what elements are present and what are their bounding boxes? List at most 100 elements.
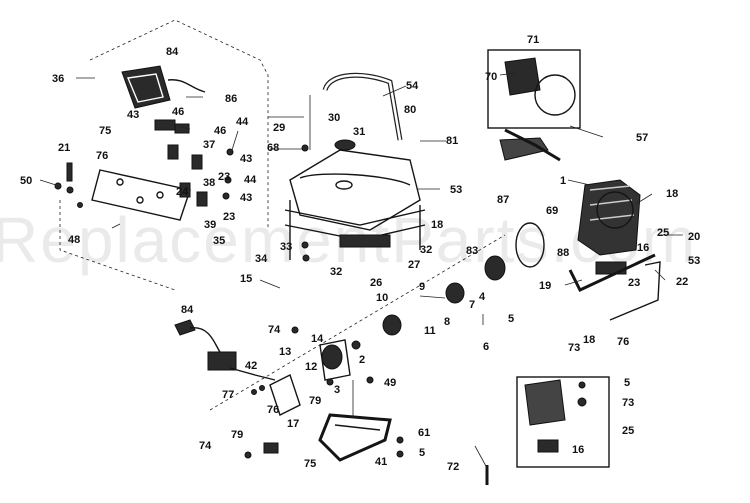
callout-53-b: 53 bbox=[688, 255, 700, 267]
callout-39: 39 bbox=[204, 219, 216, 231]
callout-48: 48 bbox=[68, 234, 80, 246]
callout-70: 70 bbox=[485, 71, 497, 83]
callout-7: 7 bbox=[469, 299, 475, 311]
callout-4: 4 bbox=[479, 291, 486, 303]
callout-71: 71 bbox=[527, 34, 539, 46]
callout-15: 15 bbox=[240, 273, 252, 285]
callout-11: 11 bbox=[424, 325, 436, 337]
callout-73: 73 bbox=[568, 342, 580, 354]
callout-68: 68 bbox=[267, 142, 279, 154]
callout-8: 8 bbox=[444, 316, 450, 328]
panel-outline-dashed bbox=[89, 19, 269, 230]
callout-35: 35 bbox=[213, 235, 225, 247]
callout-24: 24 bbox=[176, 186, 189, 198]
callout-33: 33 bbox=[280, 241, 292, 253]
callout-54: 54 bbox=[406, 80, 419, 92]
callout-49: 49 bbox=[384, 377, 396, 389]
alternator-assembly bbox=[209, 222, 545, 411]
callout-43-c: 43 bbox=[240, 192, 252, 204]
callout-43-b: 43 bbox=[240, 153, 252, 165]
engine-main bbox=[568, 179, 661, 321]
callout-79: 79 bbox=[309, 395, 321, 407]
callout-76: 76 bbox=[96, 150, 108, 162]
callout-23-b: 23 bbox=[223, 211, 235, 223]
callout-87: 87 bbox=[497, 194, 509, 206]
faceplate bbox=[91, 169, 191, 221]
callout-23-c: 23 bbox=[628, 277, 640, 289]
callout-69: 69 bbox=[546, 205, 558, 217]
callout-16-b: 16 bbox=[572, 444, 584, 456]
leader-lines bbox=[39, 72, 683, 469]
callout-18-c: 18 bbox=[583, 334, 595, 346]
callout-76-b: 76 bbox=[617, 336, 629, 348]
callout-81: 81 bbox=[446, 135, 458, 147]
callout-18-b: 18 bbox=[666, 188, 678, 200]
callout-84-lamp: 84 bbox=[166, 46, 179, 58]
callout-30: 30 bbox=[328, 112, 340, 124]
callout-27: 27 bbox=[408, 259, 420, 271]
callout-80: 80 bbox=[404, 104, 416, 116]
callout-5-b: 5 bbox=[624, 377, 630, 389]
callout-5: 5 bbox=[508, 313, 514, 325]
callout-83: 83 bbox=[466, 245, 478, 257]
lamp-housing bbox=[121, 65, 206, 109]
callout-74: 74 bbox=[268, 324, 281, 336]
callout-22: 22 bbox=[676, 276, 688, 288]
callout-75-b: 75 bbox=[304, 458, 316, 470]
callout-26: 26 bbox=[370, 277, 382, 289]
callout-25-b: 25 bbox=[622, 425, 634, 437]
callout-74-b: 74 bbox=[199, 440, 212, 452]
callout-29: 29 bbox=[273, 122, 285, 134]
callout-73-b: 73 bbox=[622, 397, 634, 409]
callout-9: 9 bbox=[419, 281, 425, 293]
callout-10: 10 bbox=[376, 292, 388, 304]
callout-50: 50 bbox=[20, 175, 32, 187]
callout-5-c: 5 bbox=[419, 447, 425, 459]
callout-38: 38 bbox=[203, 177, 215, 189]
callout-labels: 84 36 86 43 46 46 75 44 37 43 21 76 50 2… bbox=[20, 34, 700, 473]
callout-23: 23 bbox=[218, 171, 230, 183]
callout-88: 88 bbox=[557, 247, 569, 259]
engine-inset-top bbox=[487, 49, 581, 162]
callout-42: 42 bbox=[245, 360, 257, 372]
callout-75: 75 bbox=[99, 125, 111, 137]
callout-41: 41 bbox=[375, 456, 387, 468]
panel-hardware bbox=[54, 148, 234, 229]
callout-32-b: 32 bbox=[330, 266, 342, 278]
capacitor-wiring bbox=[174, 319, 301, 459]
fuel-tank-frame bbox=[284, 72, 426, 262]
callout-72: 72 bbox=[447, 461, 459, 473]
callout-19: 19 bbox=[539, 280, 551, 292]
callout-46-lower: 46 bbox=[214, 125, 226, 137]
callout-53: 53 bbox=[450, 184, 462, 196]
callout-32: 32 bbox=[420, 244, 432, 256]
callout-31: 31 bbox=[353, 126, 365, 138]
callout-25: 25 bbox=[657, 227, 669, 239]
callout-2: 2 bbox=[359, 354, 365, 366]
callout-12: 12 bbox=[305, 361, 317, 373]
callout-3: 3 bbox=[334, 384, 340, 396]
callout-1: 1 bbox=[560, 175, 566, 187]
base-cradle bbox=[318, 380, 404, 462]
callout-21: 21 bbox=[58, 142, 70, 154]
callout-77: 77 bbox=[222, 389, 234, 401]
callout-6: 6 bbox=[483, 341, 489, 353]
callout-86: 86 bbox=[225, 93, 237, 105]
callout-14: 14 bbox=[311, 333, 324, 345]
callout-61: 61 bbox=[418, 427, 430, 439]
callout-17: 17 bbox=[287, 418, 299, 430]
callout-44-b: 44 bbox=[244, 174, 257, 186]
callout-79-b: 79 bbox=[231, 429, 243, 441]
callout-36: 36 bbox=[52, 73, 64, 85]
callout-16: 16 bbox=[637, 242, 649, 254]
callout-13: 13 bbox=[279, 346, 291, 358]
callout-34: 34 bbox=[255, 253, 268, 265]
callout-46: 46 bbox=[172, 106, 184, 118]
callout-84-capacitor: 84 bbox=[181, 304, 194, 316]
callout-44: 44 bbox=[236, 116, 249, 128]
callout-57: 57 bbox=[636, 132, 648, 144]
callout-76-c: 76 bbox=[267, 404, 279, 416]
mount-inset-bottom bbox=[485, 376, 610, 485]
